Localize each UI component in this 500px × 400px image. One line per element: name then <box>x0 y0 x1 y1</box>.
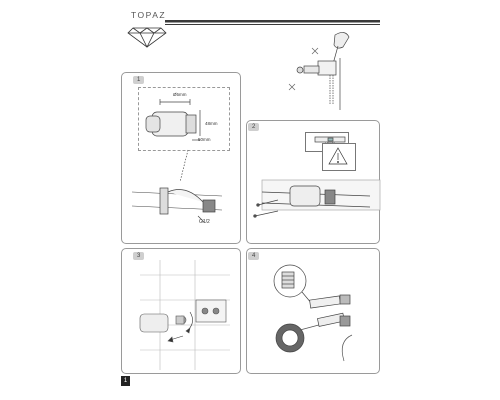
diamond-logo-icon <box>127 27 167 48</box>
height-label: 48mm <box>205 121 218 126</box>
step-4-panel <box>246 248 380 374</box>
step-1-badge: 1 <box>133 76 145 84</box>
depth-label: 50mm <box>198 137 211 142</box>
diameter-label: Ø5mm <box>173 92 187 97</box>
page-number: 1 <box>121 376 130 386</box>
dimension-detail-frame <box>138 87 230 151</box>
thread-size-label: G1/2 <box>199 219 210 225</box>
step-2-badge: 2 <box>248 123 260 131</box>
brand-name: TOPAZ <box>131 10 167 20</box>
step-4-badge: 4 <box>248 252 260 260</box>
step-1-panel <box>121 72 241 244</box>
step-3-badge: 3 <box>133 252 145 260</box>
